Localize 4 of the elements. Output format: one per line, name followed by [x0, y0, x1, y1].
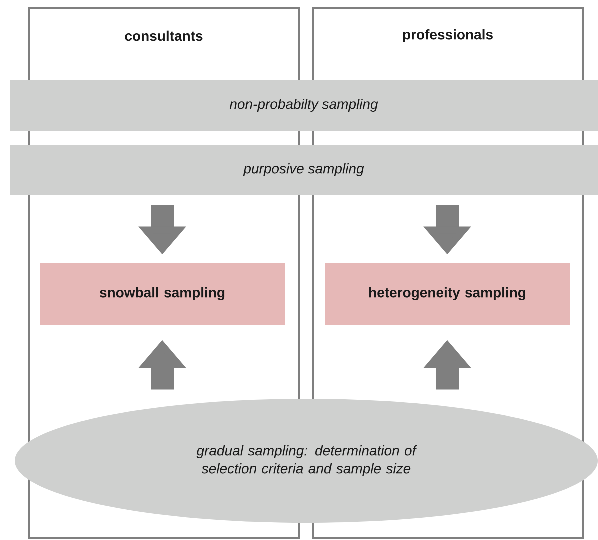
sampling-box: snowball sampling [40, 263, 285, 325]
sampling-box: heterogeneity sampling [325, 263, 570, 325]
band-box: purposive sampling [10, 145, 598, 195]
band-box: non-probabilty sampling [10, 80, 598, 131]
